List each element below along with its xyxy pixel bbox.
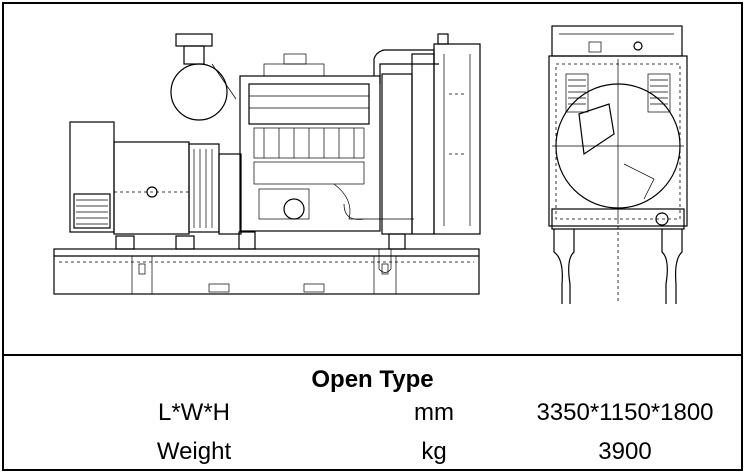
technical-drawing-area <box>4 4 741 354</box>
generator-side-view-icon <box>53 33 481 295</box>
spec-value: 3350*1150*1800 <box>536 399 714 426</box>
spec-unit: kg <box>421 438 447 465</box>
spec-unit: mm <box>414 399 454 426</box>
spec-label: L*W*H <box>157 399 230 426</box>
spec-sheet: Open Type L*W*H mm 3350*1150*1800 Weight… <box>2 2 743 471</box>
spec-row-weight: Weight kg 3900 <box>4 435 741 469</box>
section-divider <box>4 354 741 356</box>
spec-row-dimensions: L*W*H mm 3350*1150*1800 <box>4 396 741 430</box>
spec-table-title: Open Type <box>311 366 434 393</box>
spec-value: 3900 <box>598 438 652 465</box>
spec-label: Weight <box>156 438 232 465</box>
